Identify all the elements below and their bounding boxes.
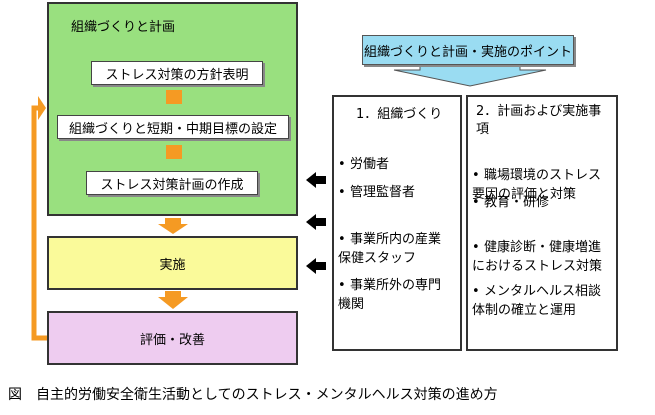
step-policy: ストレス対策の方針表明 (91, 61, 263, 85)
arrow-plan-to-impl (158, 218, 188, 234)
col1-item-3-label: 事業所内の産業 保健スタッフ (338, 232, 442, 266)
figure-caption: 図 自主的労働安全衛生活動としてのストレス・メンタルヘルス対策の進め方 (8, 387, 498, 403)
evaluation-box: 評価・改善 (47, 311, 298, 365)
col1-title: 1．組織づくり (356, 107, 443, 122)
col1-item-4: •事業所外の専門 機関 (338, 278, 442, 312)
col1-item-4-label: 事業所外の専門 機関 (338, 278, 442, 312)
col2-title: 2．計画および実施事 項 (476, 104, 602, 137)
step-plan: ストレス対策計画の作成 (86, 171, 258, 195)
col2-box: 2．計画および実施事 項 •職場環境のストレス 要因の評価と対策 •教育・研修 … (466, 95, 618, 351)
step-connector-2 (166, 145, 182, 159)
points-header-label: 組織づくりと計画・実施のポイント (363, 44, 572, 60)
col1-item-3: •事業所内の産業 保健スタッフ (338, 232, 442, 266)
step-policy-label: ストレス対策の方針表明 (105, 67, 249, 83)
arrow-left-2 (306, 214, 326, 230)
implementation-label: 実施 (159, 257, 186, 273)
evaluation-label: 評価・改善 (139, 332, 205, 348)
col2-item-2-label: 教育・研修 (484, 195, 550, 210)
points-header: 組織づくりと計画・実施のポイント (362, 35, 574, 65)
col2-item-3: •健康診断・健康増進 におけるストレス対策 (472, 240, 603, 274)
step-connector-1 (166, 90, 182, 104)
col2-item-1: •職場環境のストレス 要因の評価と対策 (472, 168, 602, 202)
plan-title: 組織づくりと計画 (71, 20, 176, 35)
col1-item-2-label: 管理監督者 (350, 185, 416, 200)
col2-item-1-label: 職場環境のストレス 要因の評価と対策 (472, 168, 602, 202)
arrow-left-1 (306, 172, 326, 188)
col1-box: 1．組織づくり •労働者 •管理監督者 •事業所内の産業 保健スタッフ •事業所… (332, 95, 462, 351)
step-goals-label: 組織づくりと短期・中期目標の設定 (68, 121, 277, 137)
step-goals: 組織づくりと短期・中期目標の設定 (57, 115, 289, 139)
plan-box: 組織づくりと計画 ストレス対策の方針表明 組織づくりと短期・中期目標の設定 スト… (47, 2, 298, 216)
implementation-box: 実施 (47, 236, 298, 290)
col2-item-2: •教育・研修 (472, 195, 550, 210)
col2-item-3-label: 健康診断・健康増進 におけるストレス対策 (472, 240, 603, 274)
arrow-header-down (393, 63, 547, 87)
col2-item-4-label: メンタルヘルス相談 体制の確立と運用 (472, 284, 602, 318)
arrow-left-3 (306, 258, 326, 274)
arrow-impl-to-eval (158, 291, 188, 309)
col1-item-1: •労働者 (338, 157, 390, 172)
col2-item-4: •メンタルヘルス相談 体制の確立と運用 (472, 284, 602, 318)
col1-item-2: •管理監督者 (338, 185, 416, 200)
col1-item-1-label: 労働者 (350, 157, 390, 172)
step-plan-label: ストレス対策計画の作成 (100, 177, 244, 193)
